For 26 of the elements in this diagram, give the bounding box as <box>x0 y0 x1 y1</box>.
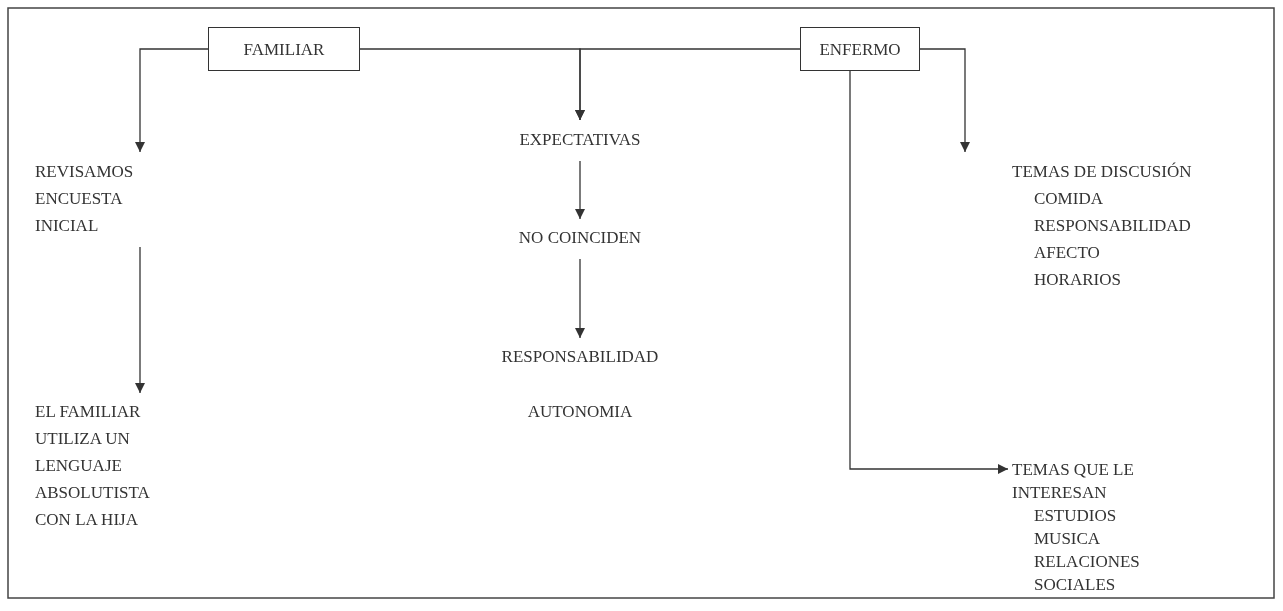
list-item: AFECTO <box>1033 242 1101 264</box>
node-label: REVISAMOS ENCUESTA INICIAL <box>35 161 135 237</box>
arrow <box>849 70 1009 474</box>
arrow <box>135 246 145 394</box>
list-item: COMIDA <box>1033 188 1104 210</box>
list-item: RESPONSABILIDAD <box>1033 215 1192 237</box>
node-label: EL FAMILIAR UTILIZA UN LENGUAJE ABSOLUTISTA CON LA HIJA <box>35 401 151 531</box>
arrow <box>575 258 585 339</box>
arrow <box>919 48 970 153</box>
node-label: EXPECTATIVAS <box>518 129 642 151</box>
list-item: HORARIOS <box>1033 269 1122 291</box>
list-item: RELACIONES SOCIALES <box>1033 551 1141 596</box>
node-label: RESPONSABILIDAD <box>500 346 660 368</box>
process-box <box>800 27 920 71</box>
list-item: ESTUDIOS <box>1033 505 1118 527</box>
box-label: FAMILIAR <box>243 38 325 61</box>
list-item: MUSICA <box>1033 528 1102 550</box>
arrow <box>575 160 585 220</box>
note-text: AUTONOMIA <box>526 401 634 423</box>
node-label: NO COINCIDEN <box>517 227 643 249</box>
process-box <box>208 27 360 71</box>
arrow <box>135 48 209 153</box>
box-label: ENFERMO <box>819 38 901 61</box>
node-label: TEMAS DE DISCUSIÓN <box>1012 161 1193 183</box>
node-label: TEMAS QUE LE INTERESAN <box>1012 459 1135 504</box>
arrow <box>575 48 801 121</box>
